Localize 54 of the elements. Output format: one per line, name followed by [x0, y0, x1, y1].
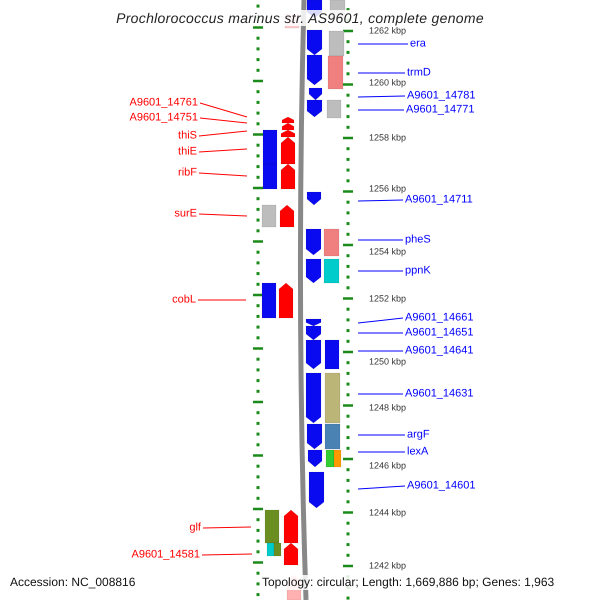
- scale-tick-label: 1244 kbp: [368, 508, 408, 518]
- gene-label: thiE: [178, 146, 197, 158]
- scale-tick-label: 1256 kbp: [368, 184, 408, 194]
- gene-label: A9601_14661: [405, 312, 474, 324]
- gene-label: cobL: [172, 294, 196, 306]
- gene-label: A9601_14711: [405, 194, 473, 206]
- gene-label: surE: [174, 208, 197, 220]
- gene-label: A9601_14601: [407, 480, 476, 492]
- gene-label: A9601_14581: [131, 548, 200, 562]
- leader-line: [358, 486, 406, 490]
- leader-line: [198, 148, 248, 152]
- leader-line: [198, 130, 248, 136]
- scale-tick-label: 1246 kbp: [368, 460, 408, 472]
- scale-tick-label: 1252 kbp: [368, 294, 408, 304]
- gene-label: era: [410, 38, 426, 50]
- scale-tick-label: 1260 kbp: [368, 78, 408, 88]
- leader-line: [358, 318, 404, 324]
- gene-label: A9601_14761: [129, 96, 198, 110]
- leader-line: [358, 96, 406, 98]
- title: Prochlorococcus marinus str. AS9601, complete genome: [116, 10, 484, 26]
- gene-label: A9601_14771: [406, 104, 475, 116]
- footer-note: Topology: circular; Length: 1,669,886 bp; Genes: 1,963: [262, 575, 554, 590]
- gene-label: A9601_14751: [129, 112, 198, 124]
- scale-tick-label: 1262 kbp: [368, 26, 408, 36]
- gene-label: ppnK: [405, 264, 431, 278]
- gene-label: A9601_14651: [405, 326, 474, 340]
- gene-label: A9601_14781: [407, 90, 476, 102]
- scale-tick-label: 1242 kbp: [368, 560, 408, 572]
- scale-tick-label: 1258 kbp: [368, 132, 408, 144]
- gene-label: trmD: [407, 66, 431, 80]
- leader-line: [358, 200, 404, 202]
- footer-note: Accession: NC_008816: [10, 575, 136, 590]
- leader-line: [358, 434, 406, 436]
- leader-line: [200, 102, 248, 118]
- leader-line: [358, 350, 404, 352]
- gene-label: A9601_14631: [405, 388, 474, 400]
- gene-label: thiS: [178, 130, 197, 142]
- gene-label: lexA: [407, 446, 428, 458]
- gene-label: ribF: [178, 166, 197, 180]
- scale-tick-label: 1254 kbp: [368, 246, 408, 258]
- gene-label: argF: [407, 428, 430, 442]
- leader-line: [198, 172, 248, 176]
- leader-line: [202, 554, 252, 556]
- leader-line: [358, 72, 406, 74]
- leader-line: [200, 118, 248, 124]
- leader-line: [358, 332, 404, 334]
- gene-label: glf: [189, 522, 201, 534]
- leader-line: [202, 526, 252, 528]
- scale-tick-label: 1250 kbp: [368, 356, 408, 368]
- leader-line: [358, 270, 404, 272]
- gene-label: A9601_14641: [405, 344, 474, 358]
- leader-line: [198, 214, 248, 216]
- scale-tick-label: 1248 kbp: [368, 402, 408, 414]
- gene-label: pheS: [405, 234, 431, 246]
